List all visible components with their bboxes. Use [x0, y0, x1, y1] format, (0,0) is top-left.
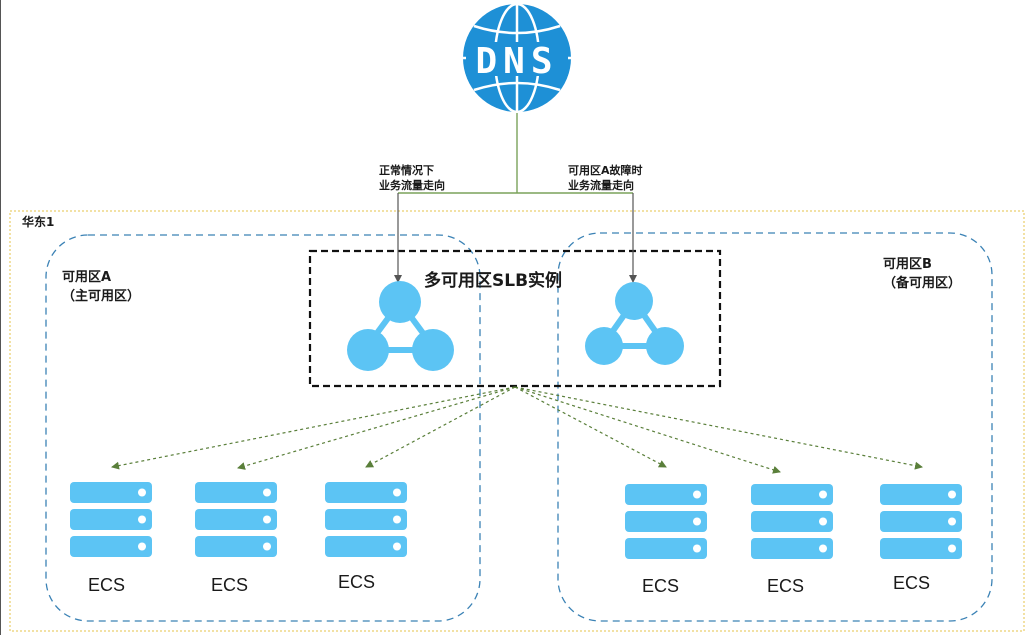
failover-route-label: 可用区A故障时 业务流量走向	[568, 163, 643, 193]
slb-instance-box	[308, 249, 722, 388]
ecs-label: ECS	[893, 573, 931, 593]
zone-b-role: （备可用区）	[883, 276, 962, 291]
failover-route-line2: 业务流量走向	[568, 179, 634, 192]
ecs-server-icon	[625, 484, 707, 559]
dns-connectors	[394, 113, 637, 283]
ecs-label: ECS	[642, 576, 680, 596]
dns-label: DNS	[475, 41, 558, 82]
slb-node-icon-b	[585, 282, 684, 365]
normal-route-line1: 正常情况下	[379, 164, 434, 177]
ecs-label: ECS	[211, 575, 249, 595]
zone-b-label: 可用区B （备可用区）	[883, 255, 961, 293]
slb-to-ecs-arrows	[111, 386, 923, 474]
ecs-server-icon	[195, 482, 277, 557]
ecs-server-icon	[751, 484, 833, 559]
dns-globe-icon	[463, 2, 571, 114]
normal-route-label: 正常情况下 业务流量走向	[379, 163, 445, 193]
ecs-label: ECS	[767, 576, 805, 596]
zone-b-name: 可用区B	[883, 257, 932, 272]
normal-route-line2: 业务流量走向	[379, 179, 445, 192]
slb-node-icon-a	[347, 281, 454, 371]
zone-a-label: 可用区A （主可用区）	[62, 268, 140, 306]
ecs-server-icon	[325, 482, 407, 557]
region-label: 华东1	[22, 215, 55, 229]
slb-title: 多可用区SLB实例	[424, 271, 563, 291]
zone-a-role: （主可用区）	[62, 289, 141, 304]
ecs-label: ECS	[88, 575, 126, 595]
zone-a-box	[45, 234, 481, 622]
failover-route-line1: 可用区A故障时	[568, 164, 643, 177]
ecs-label: ECS	[338, 572, 376, 592]
ecs-server-icon	[70, 482, 152, 557]
ecs-server-icon	[880, 484, 962, 559]
zone-b-box	[557, 232, 993, 622]
zone-a-name: 可用区A	[62, 270, 112, 285]
region-box	[9, 210, 1025, 632]
